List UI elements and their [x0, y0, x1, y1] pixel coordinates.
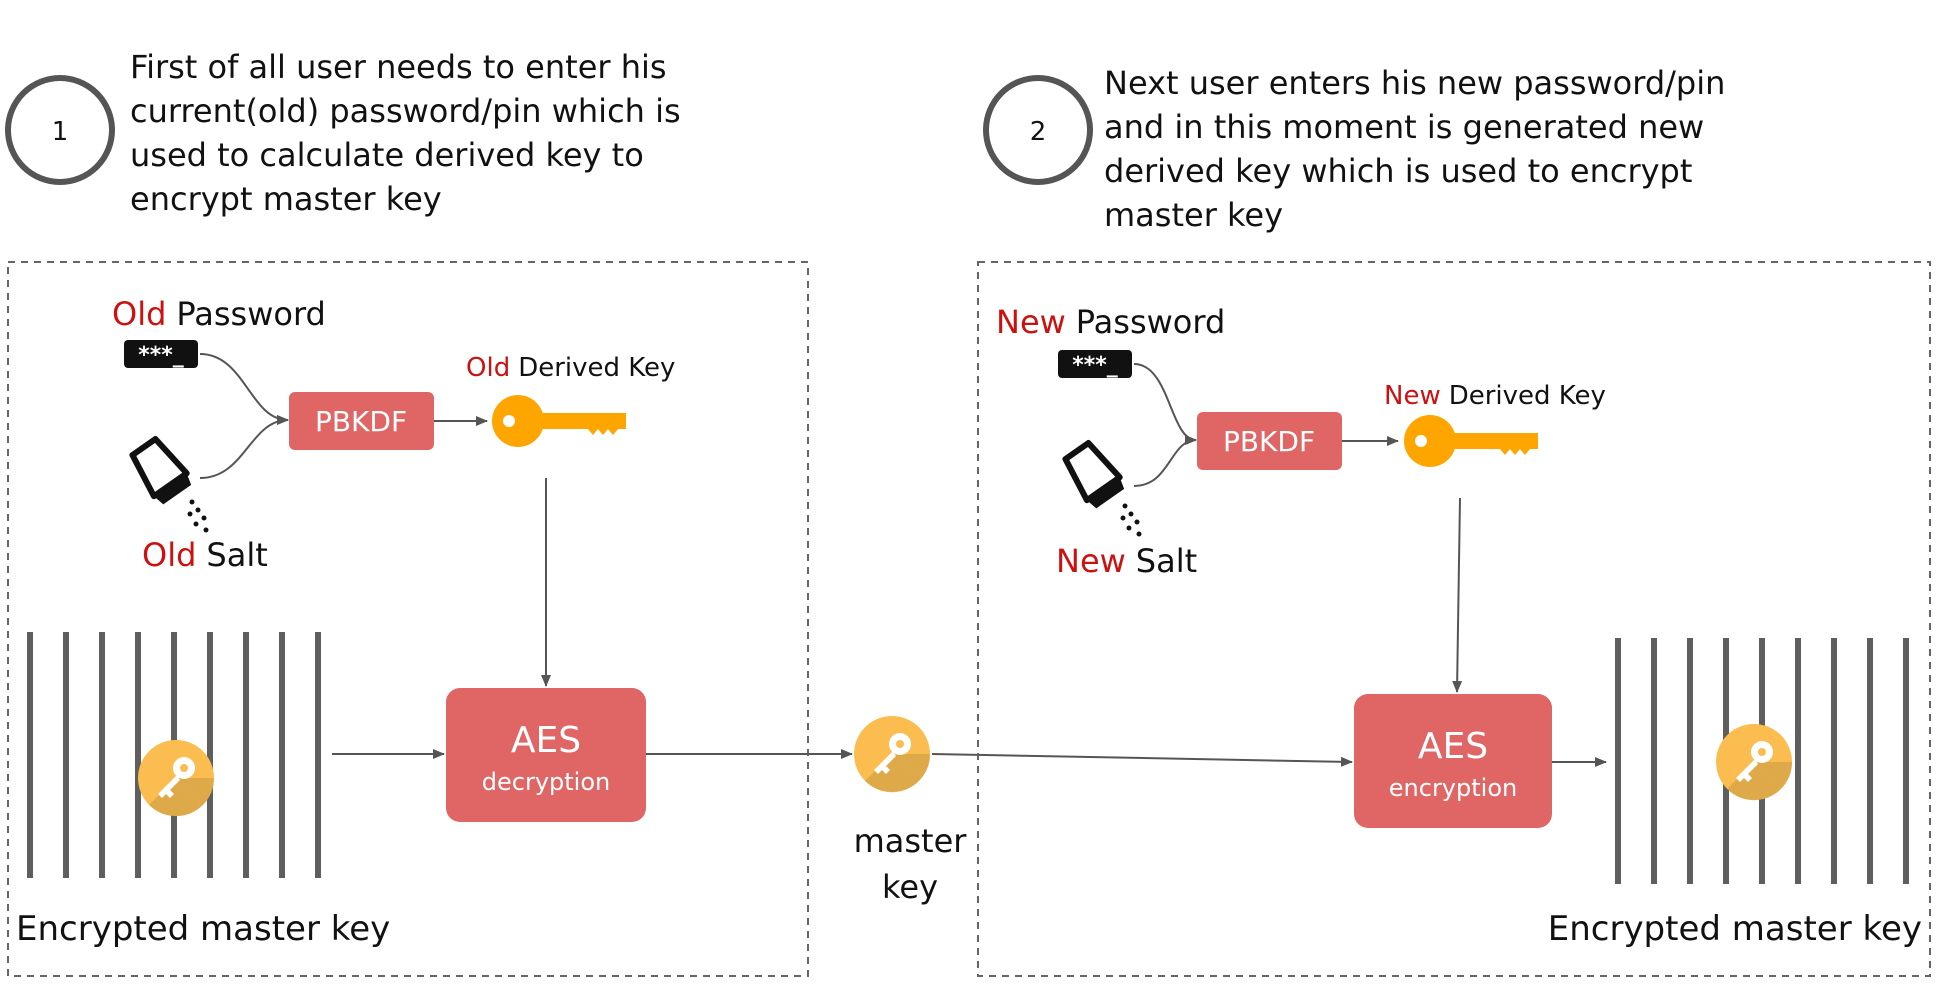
password-field — [1058, 350, 1132, 378]
aes-box — [1354, 694, 1552, 828]
step-description-line: master key — [1104, 196, 1283, 234]
master-key-to-aes-arrow — [931, 753, 1353, 767]
salt-prefix: New — [1056, 542, 1126, 580]
password-label: New Password — [996, 303, 1225, 341]
derived-word: Derived Key — [518, 353, 675, 383]
step-frame — [7, 261, 809, 977]
password-field-text: ***_ — [138, 343, 184, 368]
master-key-coin-icon — [138, 740, 215, 817]
password-prefix: New — [996, 303, 1066, 341]
pbkdf-box — [289, 392, 434, 450]
derived-prefix: New — [1384, 381, 1441, 411]
step-description-line: Next user enters his new password/pin — [1104, 64, 1725, 102]
salt-shaker-icon — [128, 436, 209, 533]
aes-title: AES — [1418, 726, 1488, 767]
encrypted-master-key-label: Encrypted master key — [16, 909, 390, 949]
password-word: Password — [1076, 303, 1225, 341]
master-key-coin-icon — [854, 716, 931, 793]
password-connector — [1133, 363, 1197, 445]
password-label: Old Password — [112, 295, 326, 333]
step-description-line: First of all user needs to enter his — [130, 48, 667, 86]
key-icon — [1404, 415, 1538, 467]
salt-shaker-icon — [1061, 440, 1142, 537]
pbkdf-label: PBKDF — [315, 405, 407, 438]
pbkdf-label: PBKDF — [1223, 425, 1315, 458]
derived-key-label: Old Derived Key — [466, 353, 675, 383]
salt-label: New Salt — [1056, 542, 1197, 580]
aes-box — [446, 688, 646, 822]
step-number-circle — [983, 75, 1093, 185]
salt-word: Salt — [1136, 542, 1197, 580]
step-2: 2 Next user enters his new password/pin … — [977, 64, 1931, 977]
derived-key-label: New Derived Key — [1384, 381, 1606, 411]
step-number: 1 — [52, 117, 69, 147]
salt-prefix: Old — [142, 536, 196, 574]
password-prefix: Old — [112, 295, 166, 333]
salt-connector — [199, 415, 289, 479]
master-key-coin-icon — [1716, 724, 1793, 801]
password-connector — [199, 353, 289, 425]
salt-word: Salt — [206, 536, 267, 574]
master-key-label-line: key — [882, 868, 938, 906]
derived-word: Derived Key — [1449, 381, 1606, 411]
salt-label: Old Salt — [142, 536, 268, 574]
step-number: 2 — [1030, 117, 1047, 147]
step-description-line: used to calculate derived key to — [130, 136, 644, 174]
master-key-label-line: master — [854, 822, 968, 860]
aes-subtitle: decryption — [482, 768, 610, 796]
derived-prefix: Old — [466, 353, 510, 383]
password-field — [124, 340, 198, 368]
key-to-aes-arrow — [1452, 497, 1463, 693]
aes-title: AES — [511, 720, 581, 761]
encrypted-master-key-label: Encrypted master key — [1548, 909, 1922, 949]
password-field-text: ***_ — [1072, 353, 1118, 378]
pbkdf-box — [1197, 412, 1342, 470]
master-key: master key — [854, 716, 1353, 906]
key-icon — [492, 395, 626, 447]
step-description-line: encrypt master key — [130, 180, 442, 218]
step-description-line: derived key which is used to encrypt — [1104, 152, 1692, 190]
aes-subtitle: encryption — [1389, 774, 1517, 802]
step-description-line: and in this moment is generated new — [1104, 108, 1704, 146]
step-1: 1 First of all user needs to enter his c… — [5, 48, 853, 977]
password-word: Password — [176, 295, 325, 333]
step-description-line: current(old) password/pin which is — [130, 92, 681, 130]
salt-connector — [1133, 435, 1197, 487]
step-number-circle — [5, 75, 115, 185]
